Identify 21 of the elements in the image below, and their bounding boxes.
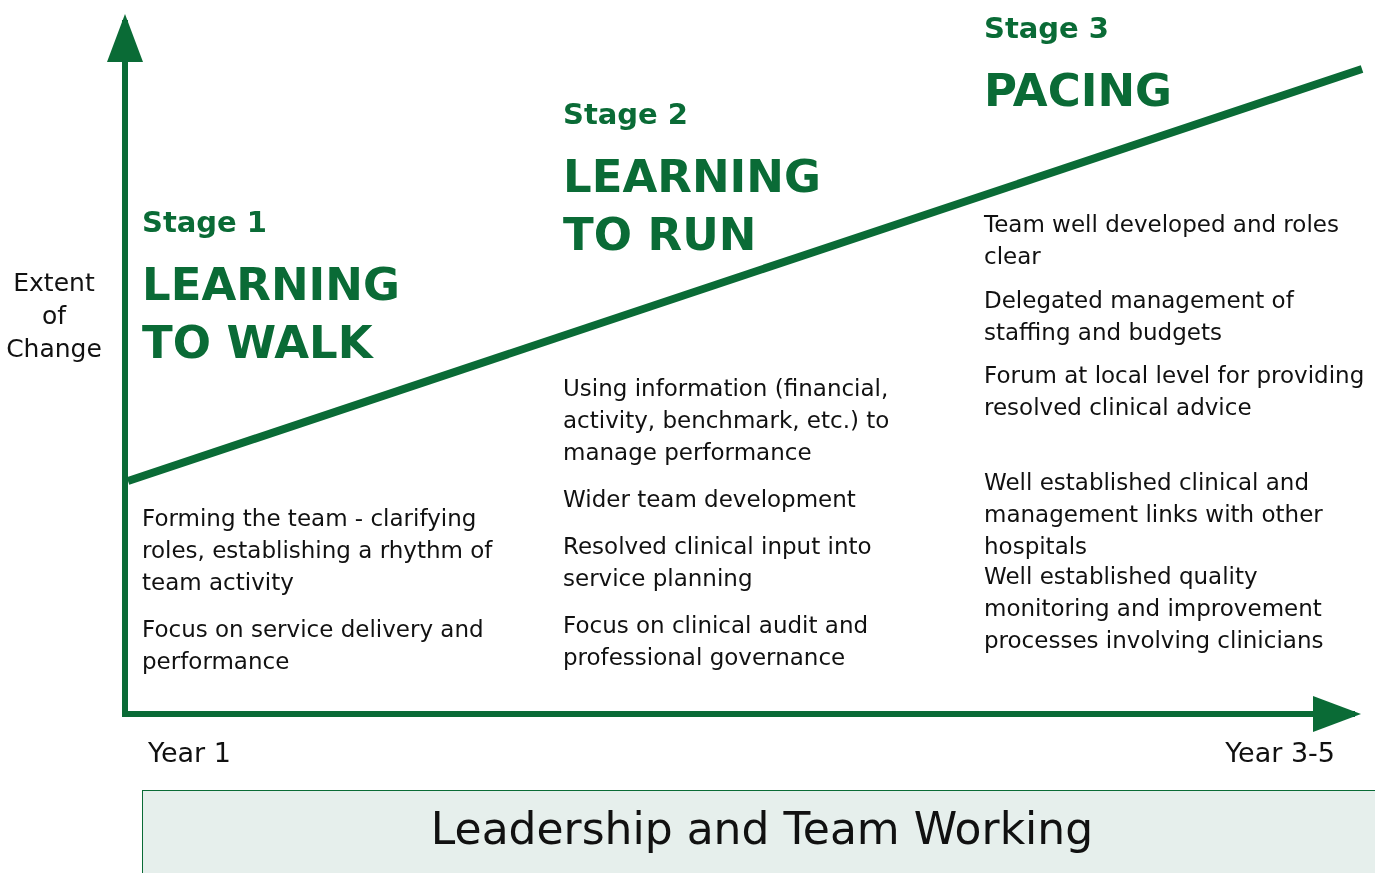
stage-description: Wider team development [563, 485, 856, 514]
title-banner: Leadership and Team Working [142, 790, 1375, 873]
stage-description: Team well developed and roles clear [984, 210, 1340, 271]
stage-description: Resolved clinical input into service planning [563, 532, 873, 593]
axis-label: Year 1 [148, 737, 231, 768]
stage-label: Stage 1 [142, 205, 268, 239]
stage-label: Stage 3 [984, 11, 1110, 45]
stage-label: Stage 2 [563, 97, 689, 131]
stage-description: Using information (financial, activity, benchmark, etc.) to manage performance [563, 374, 891, 467]
stage-description: Focus on service delivery and performance [142, 615, 485, 676]
axis-label: Year 3-5 [1225, 737, 1335, 768]
stage-description: Delegated management of staffing and budgets [984, 286, 1296, 347]
stage-description: Focus on clinical audit and professional governance [563, 611, 870, 672]
stage-description: Well established clinical and management links with other hospitals [984, 468, 1324, 561]
axis-label: Extent of Change [5, 267, 103, 365]
stage-heading: LEARNING TO RUN [563, 149, 822, 263]
stage-heading: LEARNING TO WALK [142, 257, 401, 371]
stage-description: Forming the team - clarifying roles, establishing a rhythm of team activity [142, 504, 494, 597]
stage-heading: PACING [984, 63, 1173, 119]
stage-description: Well established quality monitoring and improvement processes involving clinicians [984, 562, 1325, 655]
stage-description: Forum at local level for providing resolved clinical advice [984, 361, 1366, 422]
